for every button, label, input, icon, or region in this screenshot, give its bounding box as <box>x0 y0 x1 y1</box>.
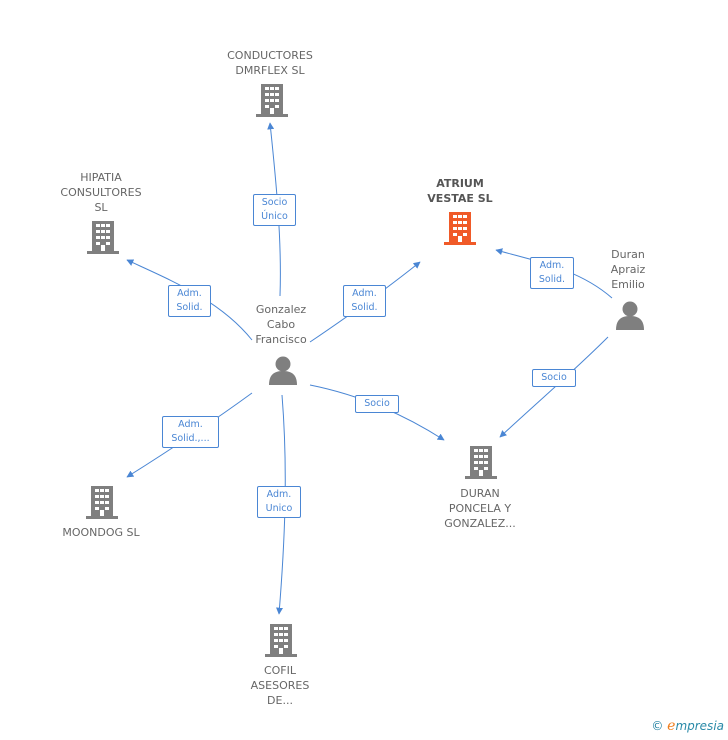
hipatia-building-icon[interactable] <box>87 221 119 254</box>
cofil-building-icon[interactable] <box>265 624 297 657</box>
node-label-duran-company[interactable]: DURAN PONCELA Y GONZALEZ... <box>444 487 516 530</box>
node-label-moondog[interactable]: MOONDOG SL <box>62 526 140 539</box>
node-label-atrium[interactable]: ATRIUM VESTAE SL <box>427 177 493 205</box>
gonzalez-person-icon[interactable] <box>269 356 297 386</box>
edge-label-cofil-adm-unico: Adm. Unico <box>257 486 301 518</box>
atrium-building-icon[interactable] <box>444 212 476 245</box>
brand-logo-e: e <box>667 718 676 734</box>
conductores-building-icon[interactable] <box>256 84 288 117</box>
moondog-building-icon[interactable] <box>86 486 118 519</box>
node-label-duran-person[interactable]: Duran Apraiz Emilio <box>610 248 646 291</box>
edge-duran-durancompany <box>499 336 609 438</box>
node-label-hipatia[interactable]: HIPATIA CONSULTORES SL <box>60 171 142 214</box>
duran-company-building-icon[interactable] <box>465 446 497 479</box>
edge-label-atrium-adm-solid: Adm. Solid. <box>343 285 386 317</box>
node-label-conductores[interactable]: CONDUCTORES DMRFLEX SL <box>227 49 313 77</box>
edge-label-gonzalez-socio: Socio <box>355 395 399 413</box>
brand-logo-text: mpresia <box>675 719 724 733</box>
duran-person-icon[interactable] <box>616 301 644 331</box>
footer-brand[interactable]: © empresia <box>651 718 724 734</box>
edge-label-duran-atrium-adm-solid: Adm. Solid. <box>530 257 574 289</box>
node-label-cofil[interactable]: COFIL ASESORES DE... <box>250 664 310 707</box>
copyright-icon: © <box>651 719 664 733</box>
node-label-gonzalez[interactable]: Gonzalez Cabo Francisco <box>255 303 307 346</box>
edge-label-moondog-adm-solid: Adm. Solid.,... <box>162 416 219 448</box>
edge-label-socio-unico: Socio Único <box>253 194 296 226</box>
edge-label-hipatia-adm-solid: Adm. Solid. <box>168 285 211 317</box>
edge-label-duran-socio: Socio <box>532 369 576 387</box>
